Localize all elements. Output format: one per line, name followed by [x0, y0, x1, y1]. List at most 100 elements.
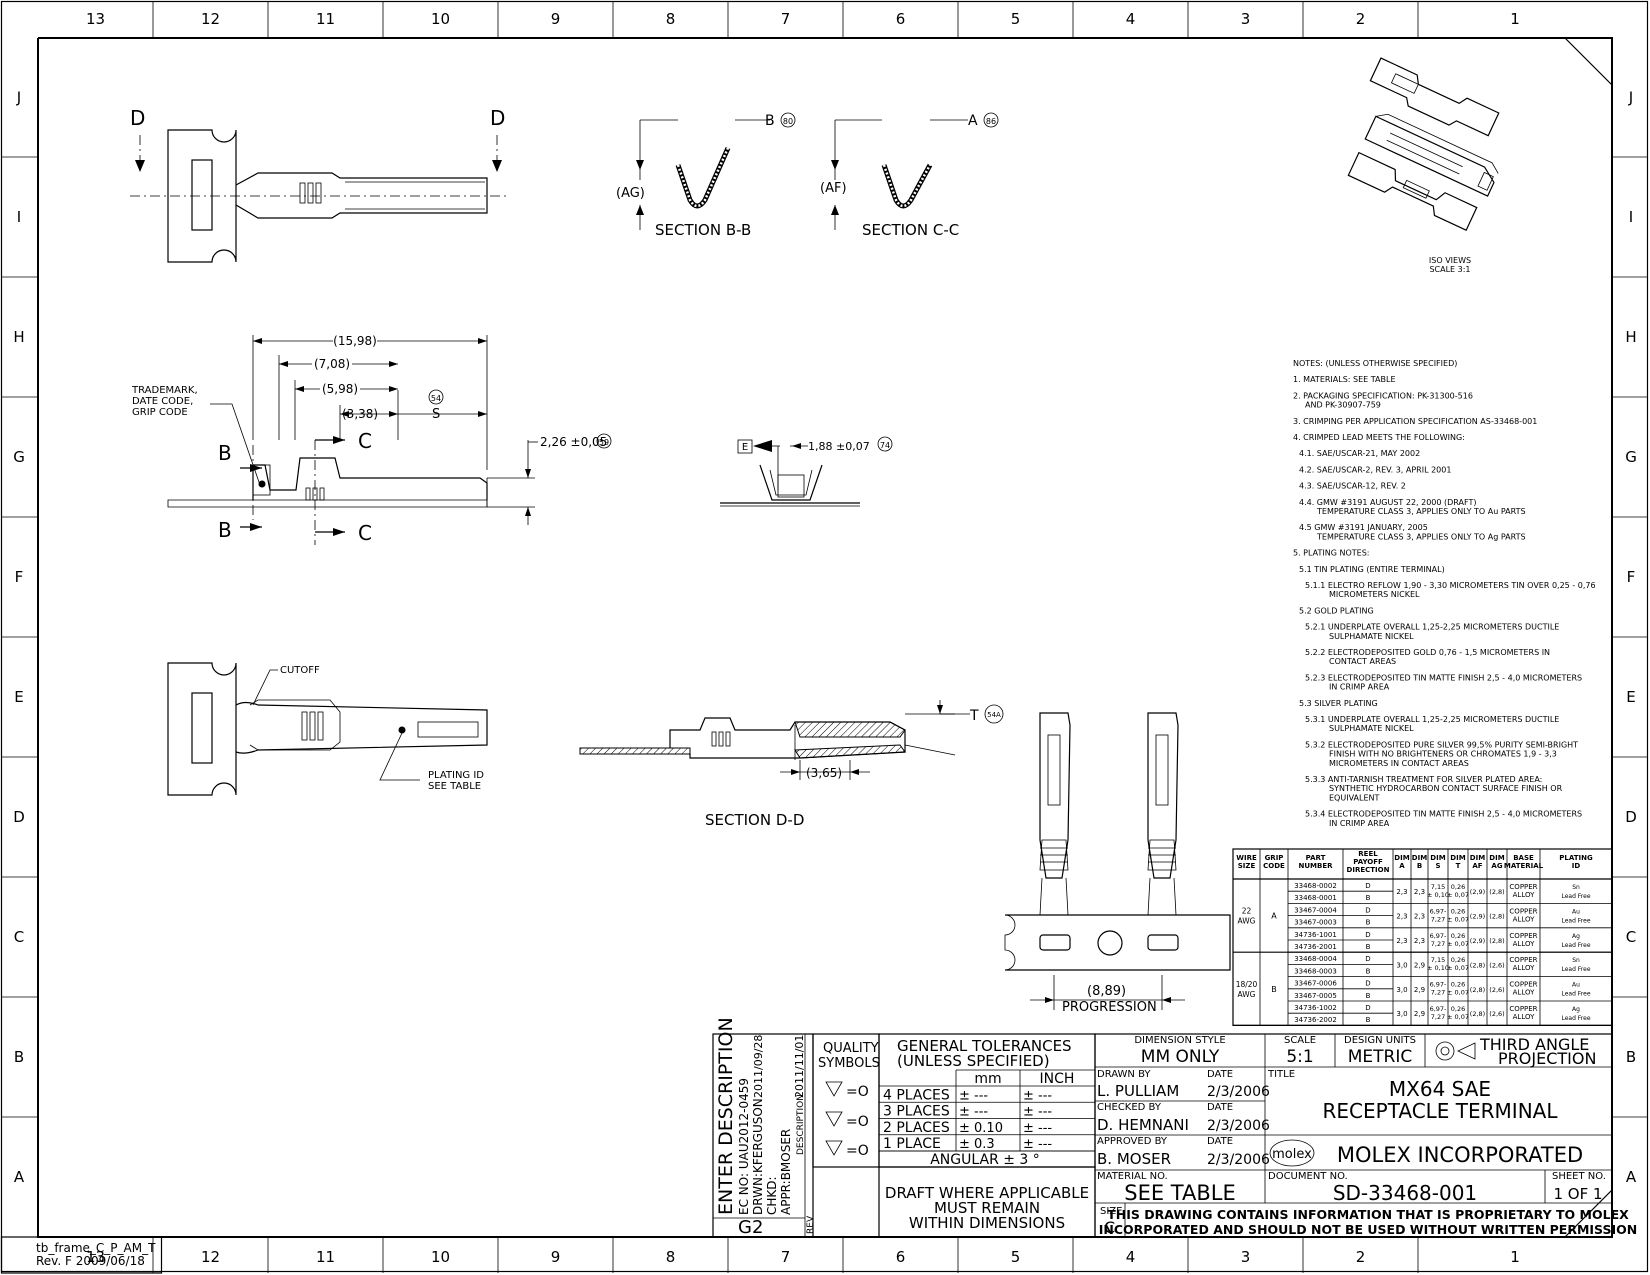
- section-d-d: T 54A (3,65) SECTION D-D: [579, 700, 1004, 829]
- tol-inch: INCH: [1040, 1071, 1075, 1087]
- table-header: WIRE: [1236, 854, 1257, 862]
- tol-row-label: 4 PLACES: [883, 1087, 950, 1103]
- table-reel-direction: D: [1365, 882, 1370, 890]
- iso-views: ISO VIEWS SCALE 3:1: [1347, 57, 1500, 274]
- bottom-view: CUTOFF PLATING ID SEE TABLE: [167, 662, 488, 796]
- draft-note-2: MUST REMAIN: [934, 1199, 1040, 1217]
- table-reel-direction: D: [1365, 1004, 1370, 1012]
- enter-description: ENTER DESCRIPTION: [715, 1017, 737, 1215]
- table-dim-b: 2,9: [1414, 986, 1425, 994]
- notes: NOTES: (UNLESS OTHERWISE SPECIFIED)1. MA…: [1293, 359, 1596, 828]
- table-header: MATERIAL: [1504, 862, 1544, 870]
- table-dim-t: ± 0,07: [1447, 989, 1469, 997]
- note-line: NOTES: (UNLESS OTHERWISE SPECIFIED): [1293, 359, 1457, 368]
- dimension-style-label: DIMENSION STYLE: [1134, 1035, 1225, 1046]
- dim-226: 2,26 ±0,05: [540, 435, 607, 449]
- trademark-note-1: TRADEMARK,: [131, 385, 198, 396]
- company-name: MOLEX INCORPORATED: [1337, 1143, 1583, 1167]
- table-dim-t: ± 0,07: [1447, 940, 1469, 948]
- note-line: SULPHAMATE NICKEL: [1329, 724, 1414, 733]
- note-line: IN CRIMP AREA: [1329, 819, 1390, 828]
- dim-188-num: 74: [880, 441, 890, 450]
- table-base-material: ALLOY: [1513, 915, 1535, 923]
- column-label-top: 3: [1241, 10, 1251, 28]
- table-plating-id: Lead Free: [1561, 893, 1590, 900]
- title-block: G2 ENTER DESCRIPTION EC NO: UAU2012-0459…: [712, 1017, 1637, 1238]
- row-label-left: H: [13, 328, 24, 346]
- note-line: 4. CRIMPED LEAD MEETS THE FOLLOWING:: [1293, 433, 1465, 442]
- note-line: 5.3 SILVER PLATING: [1299, 699, 1378, 708]
- note-line: 4.3. SAE/USCAR-12, REV. 2: [1299, 482, 1406, 491]
- table-header: BASE: [1513, 854, 1534, 862]
- column-label-bottom: 3: [1241, 1248, 1251, 1266]
- table-header: PLATING: [1559, 854, 1593, 862]
- dimension-style: MM ONLY: [1141, 1047, 1220, 1067]
- cut-c-top: C: [358, 429, 372, 453]
- table-plating-id: Au: [1572, 982, 1580, 989]
- column-label-top: 2: [1356, 10, 1366, 28]
- column-label-bottom: 2: [1356, 1248, 1366, 1266]
- design-units: METRIC: [1348, 1047, 1413, 1067]
- dim-t-num: 54A: [987, 711, 1001, 719]
- material-no-label: MATERIAL NO.: [1097, 1171, 1168, 1182]
- table-dim-ag: (2,6): [1489, 961, 1504, 969]
- tol-row-mm: ± 0.10: [959, 1121, 1003, 1136]
- table-header: DIM: [1470, 854, 1485, 862]
- checked-by: D. HEMNANI: [1097, 1116, 1189, 1134]
- datum-e: E: [742, 442, 748, 453]
- table-dim-s: 7,15: [1431, 956, 1445, 964]
- column-label-top: 12: [201, 10, 220, 28]
- plating-id-2: SEE TABLE: [428, 781, 481, 792]
- quality-eq-3: =O: [846, 1143, 869, 1159]
- table-base-material: ALLOY: [1513, 940, 1535, 948]
- table-reel-direction: B: [1366, 894, 1371, 902]
- note-line: 5.3.2 ELECTRODEPOSITED PURE SILVER 99,5%…: [1305, 740, 1578, 749]
- top-view: D D: [130, 106, 510, 263]
- angular-tol: ANGULAR ± 3 °: [930, 1152, 1040, 1168]
- table-wire-size: 18/20: [1236, 980, 1258, 989]
- table-dim-b: 2,3: [1414, 888, 1425, 896]
- table-reel-direction: D: [1365, 980, 1370, 988]
- table-reel-direction: B: [1366, 1016, 1371, 1024]
- dim-889: (8,89): [1087, 984, 1126, 999]
- row-label-right: I: [1629, 208, 1633, 226]
- note-line: AND PK-30907-759: [1305, 401, 1381, 410]
- projection-icon: [1435, 1041, 1455, 1061]
- title-line-1: MX64 SAE: [1389, 1077, 1491, 1101]
- tol-row-inch: ± ---: [1023, 1088, 1052, 1103]
- table-dim-t: 0,26: [1451, 907, 1465, 915]
- table-base-material: ALLOY: [1513, 989, 1535, 997]
- row-label-right: C: [1626, 928, 1636, 946]
- table-wire-size: AWG: [1238, 917, 1256, 926]
- row-label-right: F: [1627, 568, 1636, 586]
- table-dim-a: 2,3: [1396, 888, 1407, 896]
- section-cc-ref-num: 86: [986, 117, 996, 126]
- note-line: TEMPERATURE CLASS 3, APPLIES ONLY TO Ag …: [1316, 532, 1526, 541]
- row-label-left: A: [14, 1168, 25, 1186]
- note-line: 4.4. GMW #3191 AUGUST 22, 2000 (DRAFT): [1299, 498, 1476, 507]
- table-reel-direction: B: [1366, 919, 1371, 927]
- row-label-right: D: [1625, 808, 1637, 826]
- view-d-left-label: D: [130, 106, 145, 130]
- table-dim-a: 2,3: [1396, 913, 1407, 921]
- appr: APPR:BMOSER: [779, 1129, 793, 1215]
- row-label-left: D: [13, 808, 25, 826]
- cutoff-label: CUTOFF: [280, 665, 320, 676]
- table-header: REEL: [1358, 850, 1378, 858]
- approved-date: 2/3/2006: [1207, 1152, 1270, 1168]
- note-line: 5.1.1 ELECTRO REFLOW 1,90 - 3,30 MICROME…: [1305, 581, 1596, 590]
- table-dim-t: 0,26: [1451, 981, 1465, 989]
- title-line-2: RECEPTACLE TERMINAL: [1323, 1099, 1559, 1123]
- note-line: 4.1. SAE/USCAR-21, MAY 2002: [1299, 449, 1420, 458]
- general-tolerances: GENERAL TOLERANCES: [897, 1037, 1072, 1055]
- note-line: 4.2. SAE/USCAR-2, REV. 3, APRIL 2001: [1299, 465, 1451, 474]
- table-header: NUMBER: [1298, 862, 1333, 870]
- scale-label: SCALE: [1284, 1035, 1316, 1046]
- column-label-top: 11: [316, 10, 335, 28]
- tol-row-label: 2 PLACES: [883, 1120, 950, 1136]
- note-line: SULPHAMATE NICKEL: [1329, 632, 1414, 641]
- table-plating-id: Ag: [1572, 933, 1580, 940]
